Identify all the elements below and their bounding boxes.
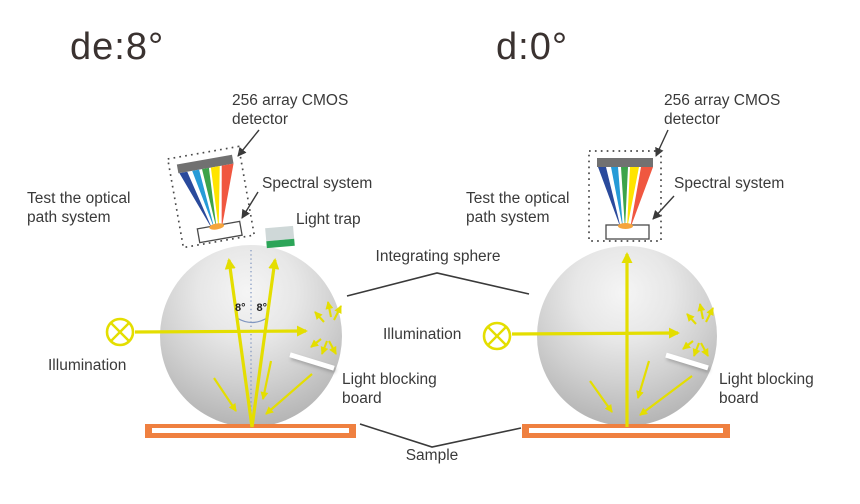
light-trap-green-face — [266, 238, 295, 249]
left-lamp-icon — [105, 317, 135, 347]
left-scatter-arrows — [310, 301, 342, 355]
right-light-blocking-label: Light blocking board — [719, 371, 814, 408]
left-measurement-beam-8deg — [224, 258, 254, 428]
integrating-sphere-leader-lines — [346, 272, 530, 297]
right-detector-pointer-arrow — [655, 129, 669, 157]
left-illumination-label: Illumination — [48, 357, 127, 374]
left-sample-stripe — [152, 428, 349, 433]
left-entrance-slit — [209, 223, 225, 230]
left-optical-path-label: Test the optical path system — [27, 190, 131, 227]
right-spectral-system-label: Spectral system — [674, 175, 785, 192]
left-sample-bar — [145, 424, 356, 438]
angle-left-value: 8° — [235, 302, 246, 314]
right-geometry-title: d:0° — [496, 26, 569, 68]
right-cmos-detector-bar — [597, 158, 653, 167]
left-diffuse-arrows — [213, 360, 313, 415]
left-detector-pointer-arrow — [237, 129, 260, 157]
left-specular-beam-8deg — [250, 258, 280, 428]
integrating-sphere-label: Integrating sphere — [375, 248, 501, 265]
left-detector-assembly — [166, 145, 256, 249]
left-geometry-title: de:8° — [70, 26, 165, 68]
right-spectral-pointer-arrow — [652, 195, 675, 220]
left-illumination-beam — [134, 325, 308, 337]
right-detector-assembly — [588, 150, 662, 242]
right-sample-stripe — [529, 428, 723, 433]
right-lamp-icon — [482, 321, 512, 351]
right-sample-bar — [522, 424, 730, 438]
right-assembly-art — [588, 150, 662, 242]
left-cmos-detector-bar — [176, 154, 234, 174]
left-assembly-art — [166, 145, 256, 249]
left-spectral-pointer-arrow — [241, 191, 259, 219]
right-diffuse-arrows — [589, 360, 693, 416]
sample-leader-lines — [359, 423, 522, 448]
right-illumination-label: Illumination — [383, 326, 462, 343]
left-angle-arc — [236, 317, 268, 324]
left-light-blocking-label: Light blocking board — [342, 371, 437, 408]
right-detector-label: 256 array CMOS detector — [664, 92, 781, 129]
light-trap — [265, 225, 295, 249]
right-assembly-dotted-outline — [588, 150, 662, 242]
left-angle-annotation: 8° 8° — [235, 302, 267, 314]
right-illumination-beam — [511, 327, 680, 339]
sample-label: Sample — [405, 447, 459, 464]
light-trap-label: Light trap — [296, 211, 361, 228]
right-spectrum-fan — [598, 167, 653, 229]
right-optical-path-label: Test the optical path system — [466, 190, 570, 227]
right-scatter-arrows — [682, 303, 714, 357]
left-detector-label: 256 array CMOS detector — [232, 92, 349, 129]
right-entrance-slit — [618, 223, 633, 229]
angle-right-value: 8° — [256, 302, 267, 314]
left-spectral-system-label: Spectral system — [262, 175, 373, 192]
